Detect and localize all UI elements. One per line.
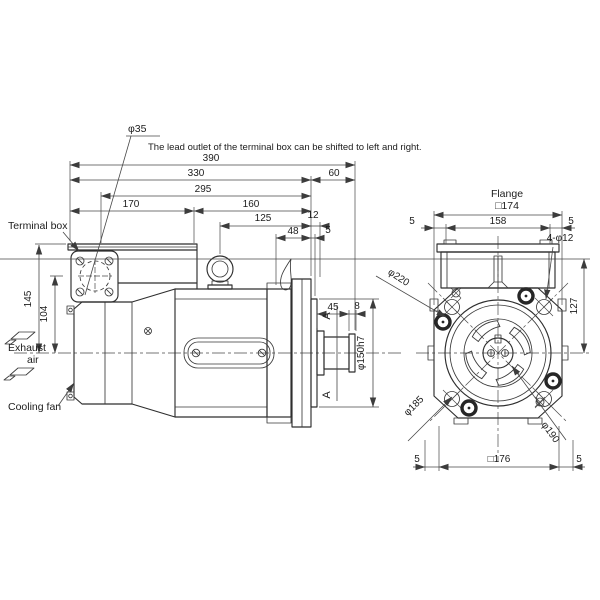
front-centerlines <box>416 236 592 462</box>
front-dimensions: Flange □174 158 5 5 4-φ12 127 □176 5 5 <box>375 188 590 471</box>
dim-5: 5 <box>325 225 331 236</box>
shaft-end <box>482 334 514 369</box>
flange-and-shaft <box>291 278 356 428</box>
dim-5-bottom-left: 5 <box>414 454 420 465</box>
dim-45: 45 <box>327 302 339 313</box>
exhaust-air-icon <box>3 331 36 381</box>
dim-176: □176 <box>488 454 511 465</box>
dim-295: 295 <box>195 184 212 195</box>
terminal-box-label: Terminal box <box>8 220 68 232</box>
dim-48: 48 <box>287 226 299 237</box>
side-view: 390 330 60 295 170 160 125 12 48 <box>0 123 556 428</box>
dim-170: 170 <box>123 199 140 210</box>
side-callouts: Terminal box Exhaust air Cooling fan φ35… <box>8 123 422 413</box>
motor-body <box>144 282 292 424</box>
dim-390: 390 <box>203 153 220 164</box>
front-view: Flange □174 158 5 5 4-φ12 127 □176 5 5 <box>375 188 592 471</box>
exhaust-label: Exhaust <box>8 342 46 354</box>
rotation-mark-icon <box>280 258 292 291</box>
eyebolt <box>206 255 234 290</box>
dim-330: 330 <box>188 168 205 179</box>
holes-label: 4-φ12 <box>547 233 574 244</box>
dim-5-bottom-right: 5 <box>576 454 582 465</box>
dim-145: 145 <box>23 290 34 307</box>
nameplate <box>183 337 275 369</box>
dim-104: 104 <box>39 305 50 322</box>
dia-220-label: φ220 <box>386 267 412 289</box>
dim-125: 125 <box>255 213 272 224</box>
lead-outlet-note: The lead outlet of the terminal box can … <box>148 142 422 153</box>
side-dimensions: 390 330 60 295 170 160 125 12 48 <box>0 153 556 408</box>
dim-160: 160 <box>243 199 260 210</box>
section-marker-a-bottom: A <box>321 391 333 399</box>
dim-5-top-left: 5 <box>409 216 415 227</box>
dim-12: 12 <box>307 210 319 221</box>
dia-190-label: φ190 <box>539 420 562 446</box>
section-marker-a-top: A <box>321 312 333 320</box>
flange-label: Flange <box>491 188 523 200</box>
cowl-cone <box>131 288 176 418</box>
dim-127: 127 <box>569 297 580 314</box>
dim-158: 158 <box>490 216 507 227</box>
fan-shroud <box>444 299 552 407</box>
lead-outlet-dia-label: φ35 <box>128 123 147 135</box>
dia-185-label: φ185 <box>402 394 426 418</box>
cooling-fan-label: Cooling fan <box>8 401 61 413</box>
terminal-box <box>67 243 198 303</box>
flange-square-label: □174 <box>495 200 519 212</box>
terminal-box-front <box>427 239 569 425</box>
exhaust-air-label: air <box>27 354 39 366</box>
dim-8: 8 <box>354 301 360 312</box>
dim-60: 60 <box>328 168 340 179</box>
dim-shaft-dia: φ150h7 <box>356 335 367 370</box>
housing-screw-icon <box>144 327 152 335</box>
dim-5-top-right: 5 <box>568 216 574 227</box>
